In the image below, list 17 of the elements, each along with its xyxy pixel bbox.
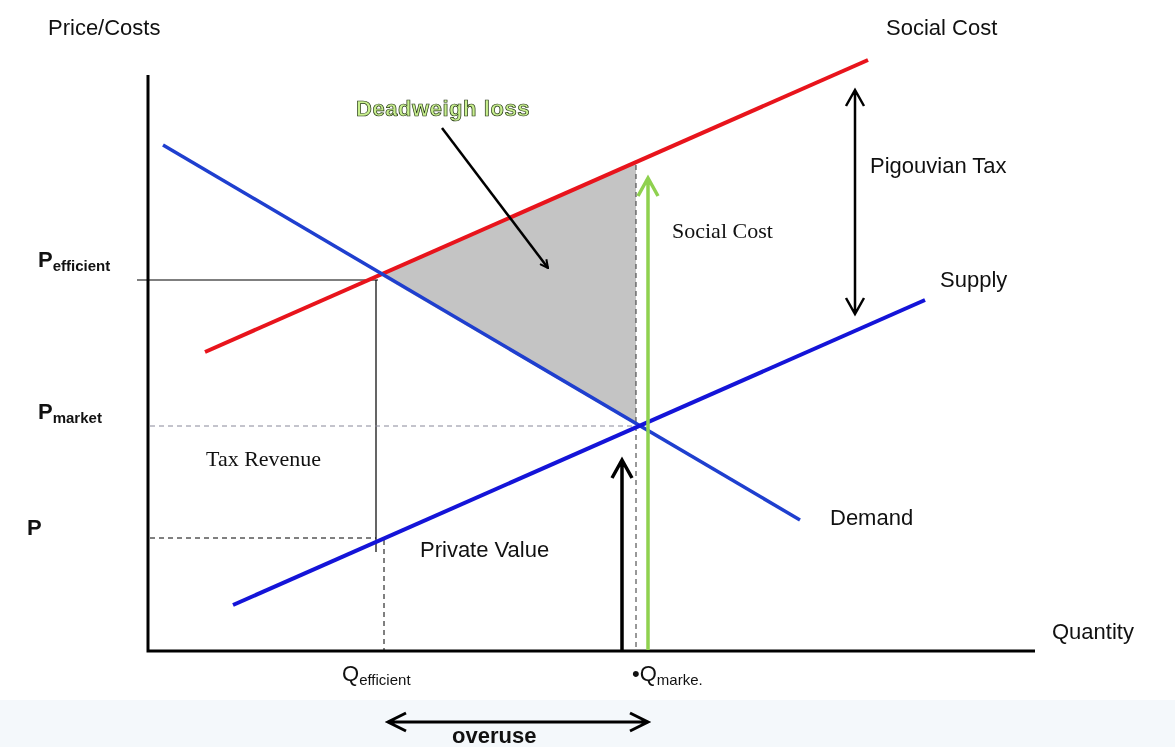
- price-label: P: [27, 514, 42, 542]
- arrow-label: Social Cost: [672, 217, 773, 245]
- price-label: P$_{efficient}$: [38, 246, 111, 274]
- quantity-label: •Q$_{marke.}$: [632, 660, 703, 688]
- price-label: P$_{market}$: [38, 398, 102, 426]
- curve-label: Demand: [830, 504, 914, 532]
- range-label: overuse: [452, 722, 537, 747]
- curve-label: Social Cost: [886, 14, 998, 42]
- tax-label: Pigouvian Tax: [870, 152, 1007, 180]
- leader-arrow: [441, 127, 549, 269]
- arrow-label: Private Value: [420, 536, 550, 564]
- area-label: Tax Revenue: [206, 445, 322, 473]
- curve-label: Supply: [940, 266, 1008, 294]
- axis-title: Price/Costs: [48, 14, 161, 42]
- area-title: Deadweigh loss: [356, 92, 530, 125]
- axis-title: Quantity: [1052, 618, 1134, 646]
- quantity-label: Q$_{efficient}$: [342, 660, 411, 688]
